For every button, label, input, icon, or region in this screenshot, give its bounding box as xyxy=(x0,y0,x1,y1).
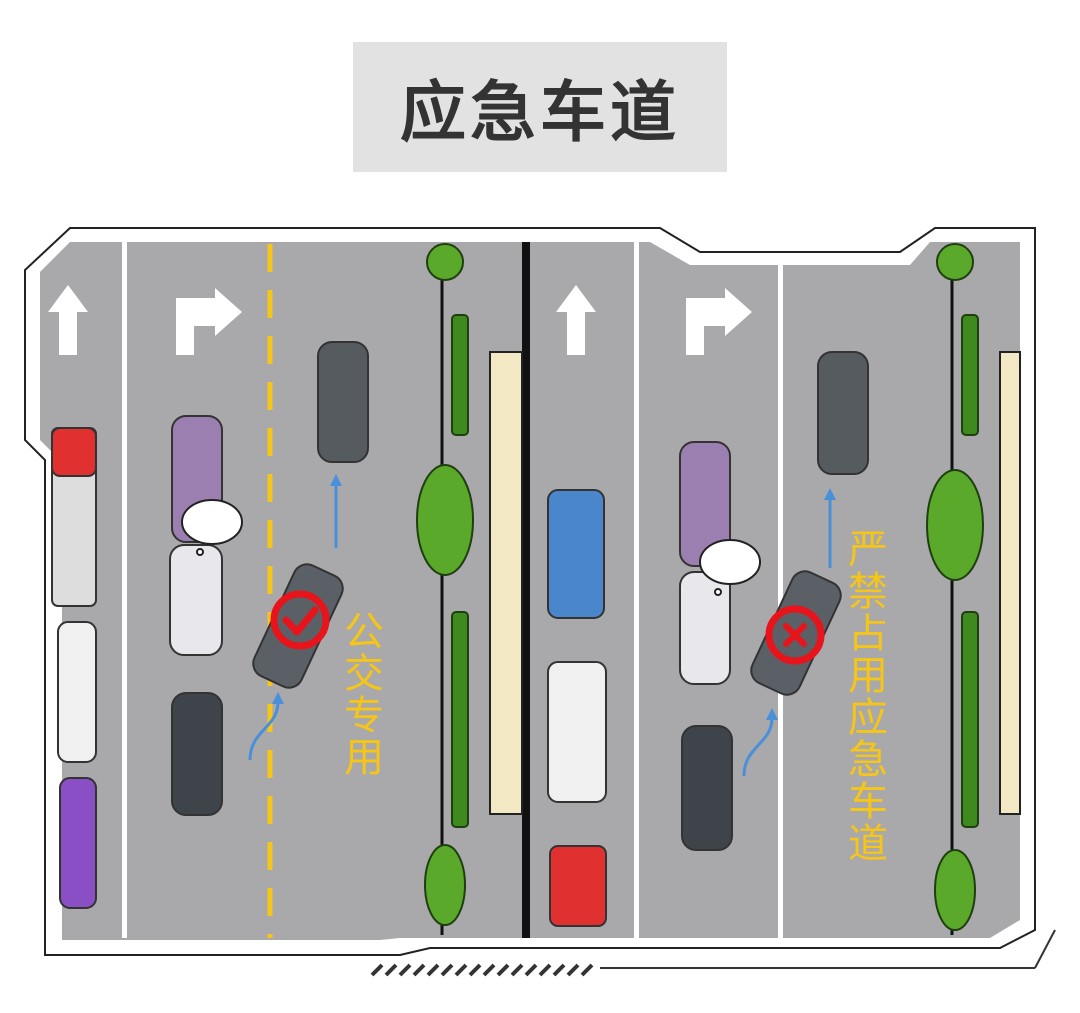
red-truck xyxy=(549,845,607,927)
lane-line xyxy=(634,242,639,938)
check-icon xyxy=(270,590,330,650)
dark-car xyxy=(681,725,733,851)
tree-icon xyxy=(424,844,466,926)
thought-bubble xyxy=(699,539,761,585)
tree-icon xyxy=(426,243,464,281)
curb-strip xyxy=(489,351,523,815)
white-car xyxy=(169,544,223,656)
tree-icon xyxy=(416,464,474,576)
tree-icon xyxy=(934,849,976,931)
right-turn-arrow-icon xyxy=(686,288,752,355)
tree-icon xyxy=(926,469,984,581)
no-occupy-emergency-lane-label: 严禁占用应急车道 xyxy=(841,528,887,864)
title-banner: 应急车道 xyxy=(353,42,727,172)
page-title: 应急车道 xyxy=(400,74,680,151)
hedge xyxy=(451,611,469,828)
lane-line xyxy=(122,242,127,938)
gray-car xyxy=(317,341,369,463)
cross-icon xyxy=(765,605,825,665)
straight-arrow-icon xyxy=(48,285,88,355)
white-car xyxy=(679,571,731,685)
right-turn-arrow-icon xyxy=(176,288,242,355)
purple-car xyxy=(59,777,97,909)
hatch-decoration xyxy=(370,963,594,977)
road-left xyxy=(40,242,522,940)
blue-pickup xyxy=(547,489,605,619)
gray-car xyxy=(817,351,869,475)
hedge xyxy=(961,314,979,436)
straight-arrow-icon xyxy=(556,285,596,355)
merge-arrow-icon xyxy=(742,717,774,777)
curb-strip xyxy=(999,351,1021,815)
lane-line xyxy=(778,265,783,938)
white-pickup xyxy=(547,661,607,803)
white-pickup xyxy=(57,621,97,763)
road-right xyxy=(530,242,1020,938)
thought-bubble-dot xyxy=(196,548,204,556)
truck-cab xyxy=(51,427,97,477)
median-line xyxy=(522,242,530,938)
bus-lane-label: 公交专用 xyxy=(337,610,383,778)
dark-car xyxy=(171,692,223,816)
thought-bubble-dot xyxy=(714,588,722,596)
hedge xyxy=(451,314,469,436)
tree-icon xyxy=(936,243,974,281)
thought-bubble xyxy=(181,499,243,545)
merge-arrow-icon xyxy=(248,701,280,761)
hedge xyxy=(961,611,979,828)
